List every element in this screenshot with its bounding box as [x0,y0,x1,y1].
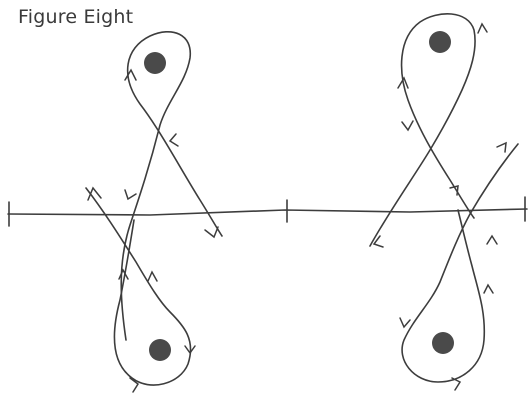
arrow-right-8 [483,283,494,294]
left-figure-eight [85,31,223,393]
right-bottom-dot [432,332,454,354]
arrow-left-4 [87,186,102,201]
arrow-right-5 [372,235,384,248]
arrow-right-3 [477,22,488,34]
horizontal-axis [7,196,528,227]
arrow-left-2 [168,133,179,147]
arrow-left-7 [147,270,158,282]
left-bottom-dot [149,339,171,361]
right-top-dot [429,31,451,53]
left-top-dot [144,52,166,74]
arrow-right-10 [451,377,462,391]
axis-line [7,208,528,216]
arrow-left-1 [124,68,137,81]
right-lower-loop [401,143,519,383]
right-upper-loop [369,13,476,247]
arrow-left-9 [129,377,140,393]
arrow-left-8 [184,345,196,355]
arrow-left-3 [204,226,219,239]
left-lower-loop [85,187,192,386]
arrow-right-6 [496,141,507,153]
arrow-right-7 [486,234,498,245]
arrow-right-4 [449,185,459,196]
arrow-right-1 [397,76,409,89]
figure-title: Figure Eight [18,6,134,28]
left-upper-loop [120,31,223,341]
arrow-left-5 [124,189,137,201]
arrow-left-6 [118,268,129,280]
arrow-right-9 [399,317,411,329]
right-figure-eight [369,13,519,391]
arrow-right-2 [401,120,414,132]
